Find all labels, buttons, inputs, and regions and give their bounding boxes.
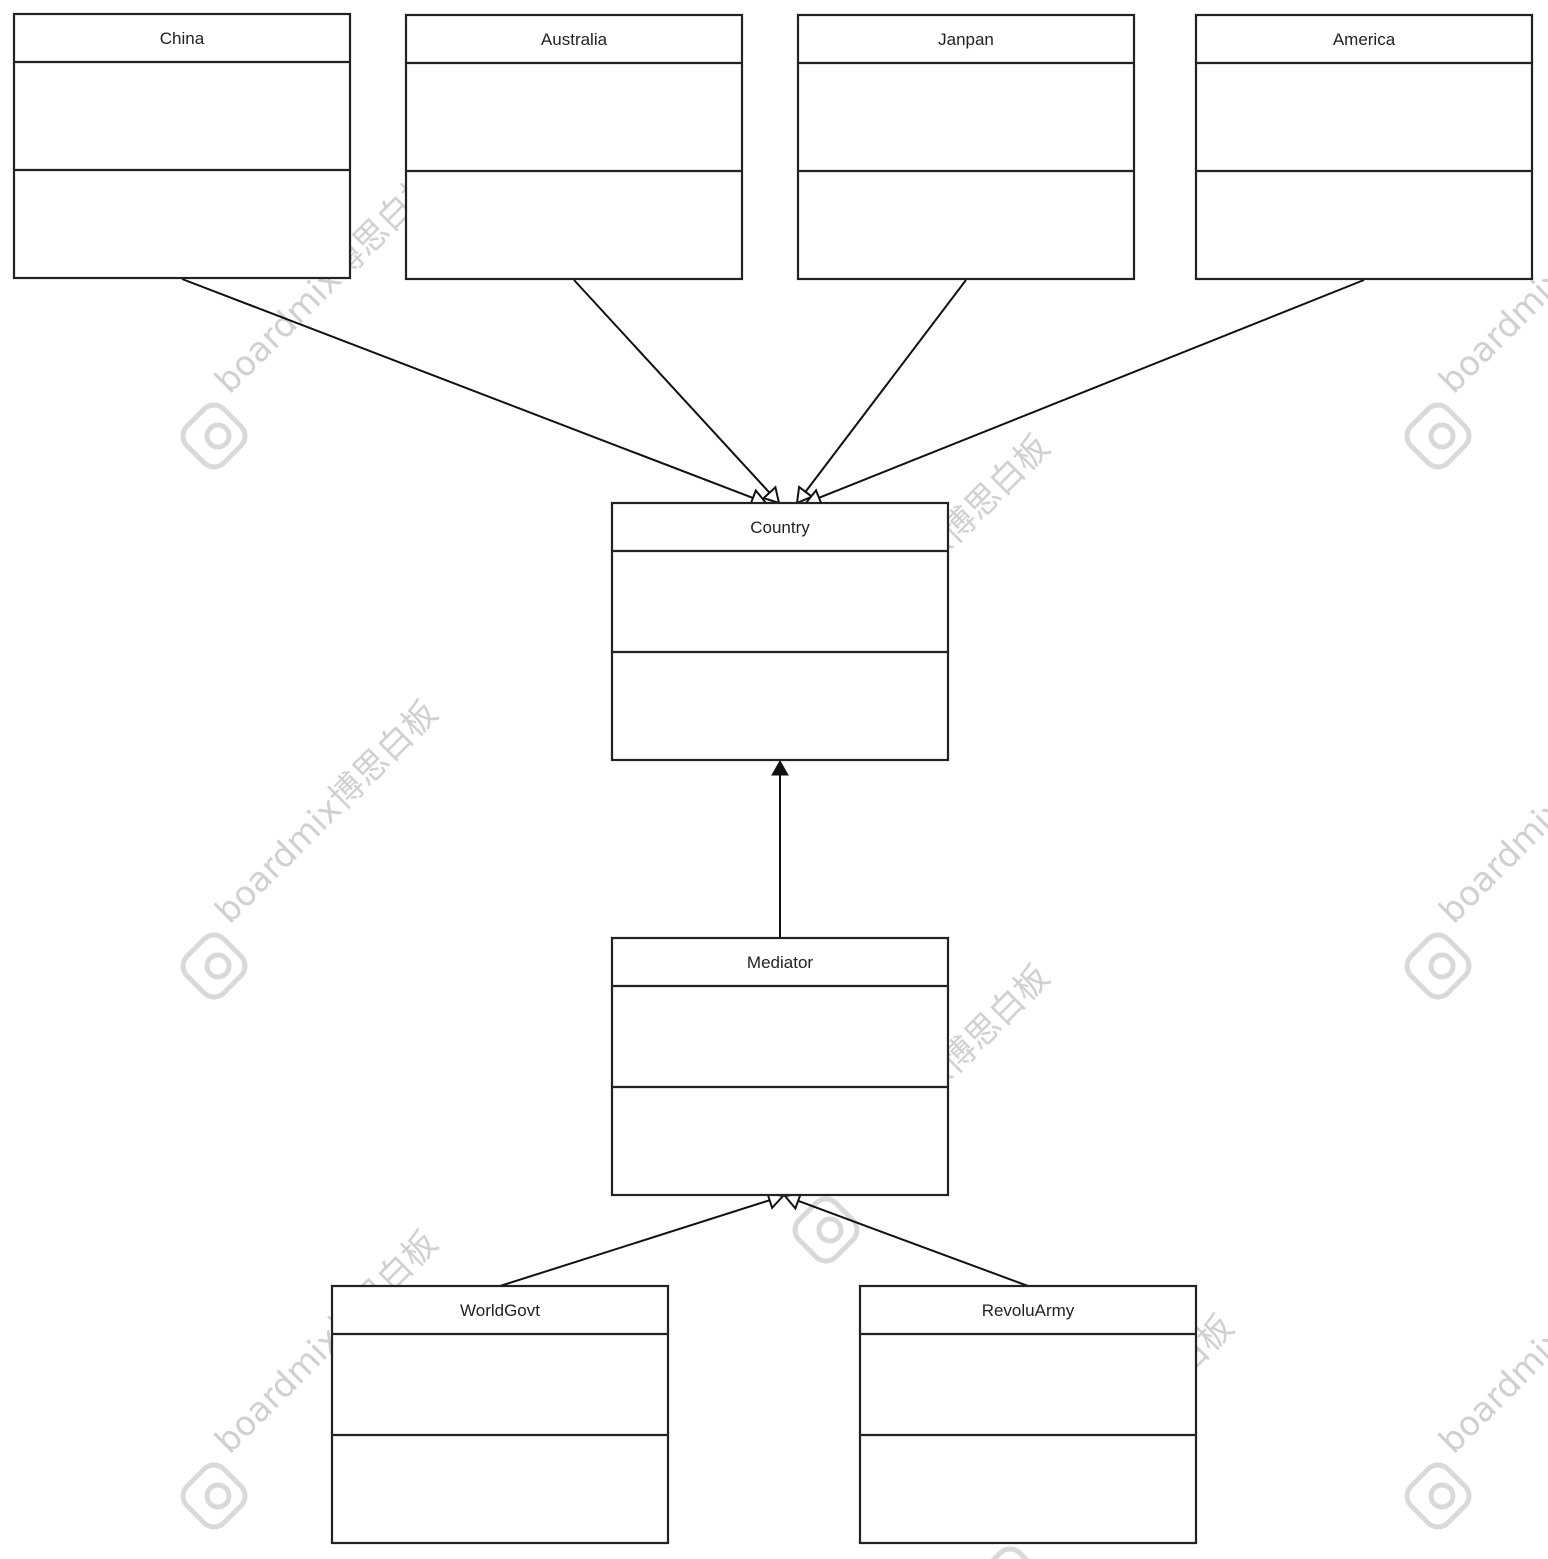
class-box xyxy=(610,501,950,762)
boardmix-logo-icon xyxy=(180,932,248,1000)
class-name: Australia xyxy=(541,30,608,49)
class-name: America xyxy=(1333,30,1396,49)
class-name: Mediator xyxy=(747,953,813,972)
generalization-arrowhead xyxy=(761,485,781,505)
class-name: Janpan xyxy=(938,30,994,49)
watermark-text: boardmix博思白板 xyxy=(1432,1223,1548,1461)
class-name: China xyxy=(160,29,205,48)
relation-japan-to-country xyxy=(795,279,967,505)
class-name: Country xyxy=(750,518,810,537)
boardmix-logo-icon xyxy=(204,1482,232,1510)
boardmix-logo-icon xyxy=(204,952,232,980)
relation-australia-to-country xyxy=(573,279,781,505)
boardmix-logo-icon xyxy=(792,1196,860,1264)
generalization-arrowhead xyxy=(795,485,814,505)
relation-line xyxy=(181,278,754,499)
boardmix-logo-icon xyxy=(976,1546,1044,1559)
relation-mediator-to-country xyxy=(771,759,789,938)
class-revoluarmy[interactable]: RevoluArmy xyxy=(858,1284,1198,1545)
relation-line xyxy=(797,1199,1029,1287)
class-box xyxy=(796,13,1136,281)
boardmix-logo-icon xyxy=(1428,952,1456,980)
class-name: WorldGovt xyxy=(460,1301,540,1320)
class-japan[interactable]: Janpan xyxy=(796,13,1136,281)
association-arrowhead xyxy=(771,759,789,776)
boardmix-logo-icon xyxy=(1428,1482,1456,1510)
class-china[interactable]: China xyxy=(12,12,352,280)
boardmix-logo-icon xyxy=(1404,402,1472,470)
relation-worldgovt-to-mediator xyxy=(499,1191,785,1287)
class-box xyxy=(1194,13,1534,281)
boardmix-logo-icon xyxy=(1428,422,1456,450)
class-america[interactable]: America xyxy=(1194,13,1534,281)
boardmix-logo-icon xyxy=(180,402,248,470)
class-box xyxy=(404,13,744,281)
boardmix-logo-icon xyxy=(1404,1462,1472,1530)
watermark: boardmix博思白板 xyxy=(1404,693,1548,1000)
class-worldgovt[interactable]: WorldGovt xyxy=(330,1284,670,1545)
boardmix-logo-icon xyxy=(180,1462,248,1530)
boardmix-logo-icon xyxy=(1404,932,1472,1000)
class-country[interactable]: Country xyxy=(610,501,950,762)
class-box xyxy=(610,936,950,1197)
class-box xyxy=(330,1284,670,1545)
relation-line xyxy=(573,279,771,494)
relation-line xyxy=(499,1199,770,1287)
boardmix-logo-icon xyxy=(204,422,232,450)
relation-line xyxy=(804,279,967,493)
class-mediator[interactable]: Mediator xyxy=(610,936,950,1197)
classes-layer: China Australia Janpan AmericaCountryMediat… xyxy=(12,12,1534,1545)
class-name: RevoluArmy xyxy=(982,1301,1075,1320)
class-box xyxy=(858,1284,1198,1545)
class-box xyxy=(12,12,352,280)
relation-america-to-country xyxy=(804,279,1365,507)
watermark-text: boardmix博思白板 xyxy=(208,693,446,931)
boardmix-logo-icon xyxy=(816,1216,844,1244)
watermark: boardmix博思白板 xyxy=(1404,1223,1548,1530)
relation-line xyxy=(818,279,1365,499)
watermark-text: boardmix博思白板 xyxy=(1432,693,1548,931)
watermark: boardmix博思白板 xyxy=(180,693,446,1000)
class-australia[interactable]: Australia xyxy=(404,13,744,281)
